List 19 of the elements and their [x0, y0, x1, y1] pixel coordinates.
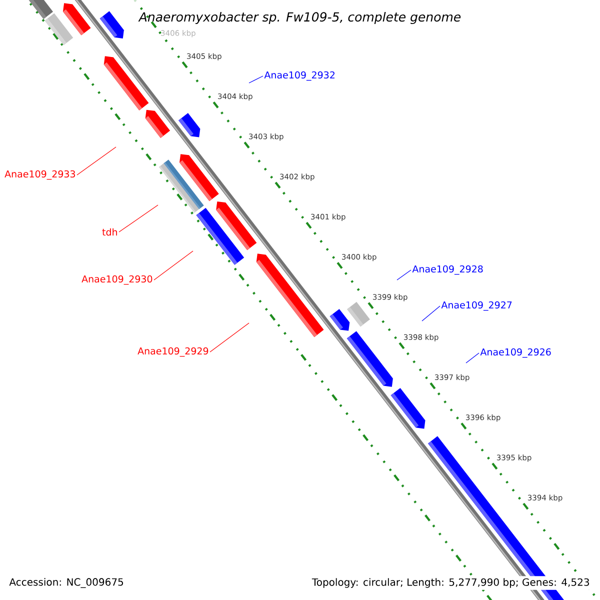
leader-line: [422, 306, 440, 322]
leader-line: [210, 322, 250, 352]
leader-line: [396, 270, 412, 280]
leader-line: [248, 76, 264, 84]
leader-line: [466, 352, 480, 364]
leader-line: [76, 146, 116, 176]
gene-label: Anae109_2928: [412, 265, 483, 275]
gene-label: Anae109_2930: [82, 275, 152, 285]
gene-label: Anae109_2929: [138, 347, 208, 357]
gene-label: Anae109_2933: [4, 170, 76, 180]
genome-info-text: Topology: circular; Length: 5,277,990 bp; Genes: 4,523: [310, 576, 592, 590]
leader-line: [154, 250, 194, 280]
accession-text: Accession: NC_009675: [9, 578, 124, 588]
gene-label: Anae109_2932: [264, 71, 334, 81]
leader-line: [118, 204, 158, 232]
title: Anaeromyxobacter sp. Fw109-5, complete genome: [138, 12, 461, 24]
gene-label: tdh: [102, 228, 117, 236]
gene-label: Anae109_2927: [441, 301, 512, 311]
gene-label: Anae109_2926: [480, 348, 551, 358]
